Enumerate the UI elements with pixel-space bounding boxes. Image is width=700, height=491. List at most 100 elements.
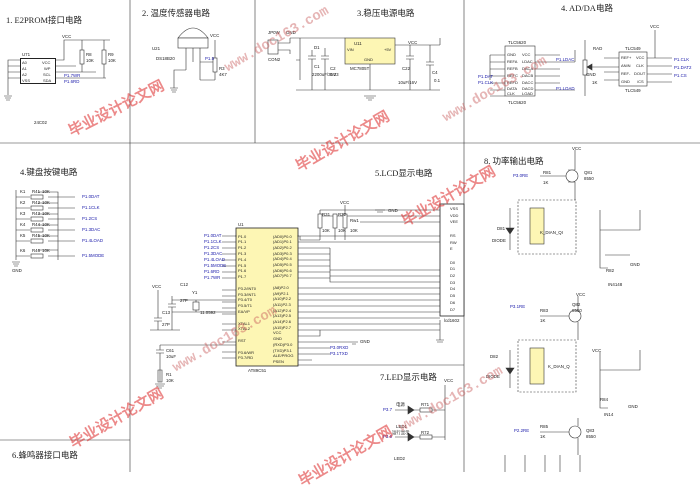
mcu-body xyxy=(235,227,299,367)
schematic-canvas xyxy=(0,0,700,472)
mcu-right-pin-2: (AD2)P0.2 xyxy=(273,244,292,250)
mcu-right-pin-0: (AD0)P0.0 xyxy=(273,233,292,239)
lcd-pin-13: D5 xyxy=(450,293,456,299)
power-net2: P3.1RE xyxy=(510,304,526,309)
temp-ref: U21 xyxy=(152,46,161,51)
adda-u1-left-4: REFD xyxy=(507,80,518,85)
lcd-pin-5: RW xyxy=(450,239,457,245)
lcd-pin-12: D4 xyxy=(450,286,456,292)
reg-c4-value: 0.1 xyxy=(434,78,441,83)
adda-u1-right-5: DACD xyxy=(522,86,534,91)
mcu-net-left-0: P1.0DAT xyxy=(204,233,222,238)
power-relay2: K_DIAN_Q xyxy=(548,364,570,369)
section-title-adda: 4. AD/DA电路 xyxy=(561,3,613,13)
adda-vcc: VCC xyxy=(650,24,660,29)
key-rv-1: 10K xyxy=(42,189,50,194)
power-led1: IN4148 xyxy=(608,282,623,287)
mcu-net-left-7: P1.7WR xyxy=(204,275,221,280)
key-net-5: P1.4LOAD xyxy=(82,238,103,243)
mcu-left-pin-9: P3.2/INT0 xyxy=(238,285,257,291)
led2-label: 运行显示 xyxy=(392,430,410,435)
mcu-c12-value: 27P xyxy=(180,298,188,303)
adda-net-5: P1.DAT2 xyxy=(674,65,692,70)
lcd-r31: R31 xyxy=(322,212,331,217)
power-r82: R82 xyxy=(606,268,615,273)
e2prom-net-scl: P1.7WR xyxy=(64,73,81,78)
led1-ref: LED1 xyxy=(396,424,407,429)
power-r83: R83 xyxy=(540,308,549,313)
temp-part: DS18B20 xyxy=(156,56,175,61)
reg-c1-value: 2200uF/35V xyxy=(312,72,336,77)
led2-net: P3.6 xyxy=(383,434,393,439)
key-sw-3: K3 xyxy=(20,211,26,216)
mcu-left-pin-2: P1.2 xyxy=(238,245,247,251)
lcd-pot: Rw1 xyxy=(350,218,359,223)
adda-net-3: P1.LOAD xyxy=(556,86,575,91)
mcu-part: AT89C51 xyxy=(248,368,267,373)
e2prom-pin-a1: A1 xyxy=(22,66,27,71)
lcd-pin-9: D1 xyxy=(450,266,456,272)
adda-u2-right-0: VCC xyxy=(636,55,645,60)
adda-u2-top: TLC549 xyxy=(625,46,641,51)
reg-pin-in: VIN xyxy=(347,47,354,52)
key-rv-6: 10K xyxy=(42,248,50,253)
reg-u11: U11 xyxy=(354,41,362,46)
lcd-r32-value: 10K xyxy=(338,228,346,233)
mcu-right-pin-9: (A8)P2.0 xyxy=(273,284,289,290)
e2prom-part: 24C02 xyxy=(34,120,47,125)
key-net-4: P1.3DAC xyxy=(82,227,101,232)
key-net-2: P1.1CLK xyxy=(82,205,100,210)
key-gnd: GND xyxy=(12,268,22,273)
adda-u2-left-3: GND xyxy=(621,79,630,84)
adda-u1-right-4: DACC xyxy=(522,80,534,85)
mcu-right-pin-20: (TXD)P3.1 xyxy=(273,347,292,353)
mcu-ref: U1 xyxy=(238,222,244,227)
mcu-net-txd: P3.1TXD xyxy=(330,351,348,356)
key-sw-5: K5 xyxy=(20,233,26,238)
reg-c2-value: 0.33 xyxy=(330,72,339,77)
e2prom-pin-sda: SDA xyxy=(43,78,52,83)
power-vcc-2: VCC xyxy=(576,292,586,297)
power-r81: R81 xyxy=(543,170,552,175)
reg-c1: C1 xyxy=(314,64,320,69)
reg-c2: C2 xyxy=(330,66,336,71)
lcd-pin-14: D6 xyxy=(450,299,456,305)
mcu-c13: C13 xyxy=(162,310,171,315)
mcu-left-pin-13: EA/VP xyxy=(238,308,250,314)
temp-r3: R3 xyxy=(219,66,225,71)
section-title-buzzer: 6.蜂鸣器接口电路 xyxy=(12,450,78,460)
mcu-right-pin-7: (AD7)P0.7 xyxy=(273,273,292,279)
adda-u2-right-2: DOUT xyxy=(634,71,646,76)
section-title-led: 7.LED显示电路 xyxy=(380,372,437,382)
power-gnd-2: GND xyxy=(628,404,638,409)
mcu-left-pin-10: P3.3/INT1 xyxy=(238,291,257,297)
mcu-left-pin-7: P1.7 xyxy=(238,274,247,280)
mcu-crystal: Y1 xyxy=(192,290,198,295)
key-sw-6: K6 xyxy=(20,248,26,253)
reg-pin-gnd: GND xyxy=(364,57,373,62)
adda-net-4: P1.CLK xyxy=(674,57,690,62)
adda-net-2: P1.LDAC xyxy=(556,57,575,62)
e2prom-r8: R8 xyxy=(86,52,92,57)
power-r85-value: 1K xyxy=(540,434,546,439)
power-q81-value: 8550 xyxy=(584,176,594,181)
mcu-gnd: GND xyxy=(360,339,370,344)
key-sw-2: K2 xyxy=(20,200,26,205)
power-q82: Q82 xyxy=(572,302,581,307)
led1-net: P3.7 xyxy=(383,407,393,412)
section-title-temp: 2. 温度传感器电路 xyxy=(142,8,211,18)
power-gnd-1: GND xyxy=(630,262,640,267)
mcu-right-pin-17: VCC xyxy=(273,330,282,336)
e2prom-pin-a0: A0 xyxy=(22,60,27,65)
mcu-right-pin-4: (AD4)P0.4 xyxy=(273,256,292,262)
power-vcc-3: VCC xyxy=(592,348,602,353)
adda-net-6: P1.CS xyxy=(674,73,687,78)
adda-pot-value: 1K xyxy=(592,80,598,85)
lcd-pin-8: D0 xyxy=(450,259,456,265)
e2prom-r9: R9 xyxy=(108,52,114,57)
e2prom-pin-scl: SCL xyxy=(43,72,51,77)
mcu-right-pin-12: (A11)P2.3 xyxy=(273,301,291,307)
key-sw-4: K4 xyxy=(20,222,26,227)
power-d82-value: DIODE xyxy=(486,374,500,379)
key-r-4: R44 xyxy=(32,222,41,227)
